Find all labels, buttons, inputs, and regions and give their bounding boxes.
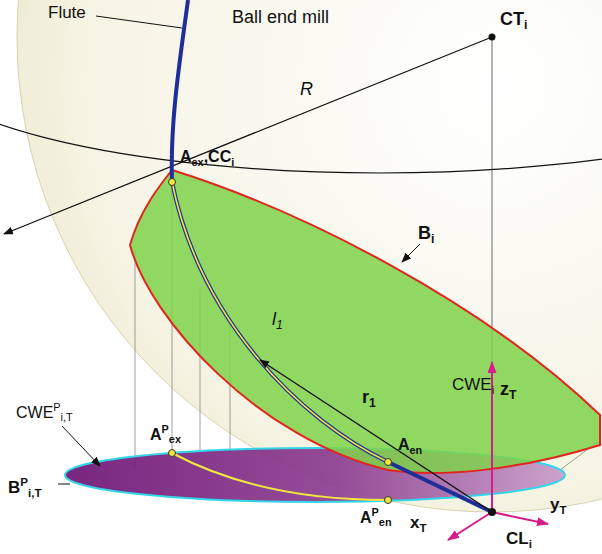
dimension-label: R <box>300 80 313 100</box>
axis-line <box>492 37 493 512</box>
leader-lines <box>58 16 420 484</box>
point-label: CLi <box>506 530 532 551</box>
boundary-label: BPi,T <box>8 476 41 500</box>
region-label: CWEi <box>452 376 494 397</box>
center-dot <box>489 34 496 41</box>
point-label: CTi <box>500 10 527 33</box>
region-label: CWEPi,T <box>16 402 73 424</box>
projected-edge-curve <box>172 453 388 500</box>
point-label: APex <box>150 424 181 446</box>
x-axis <box>448 512 492 540</box>
part-name: Flute <box>48 4 86 23</box>
axis-label: xT <box>410 514 427 535</box>
part-name: Ball end mill <box>232 8 329 28</box>
curve-label: l1 <box>272 310 283 333</box>
sphere <box>17 0 602 512</box>
point-label: Aex,CCi <box>180 148 234 169</box>
flute-curve <box>172 0 492 512</box>
r1-arrow <box>260 360 492 512</box>
point-label: Aen <box>398 436 422 457</box>
boundary-label: Bi <box>418 224 434 247</box>
equator <box>0 0 602 173</box>
y-axis <box>492 512 548 524</box>
points <box>169 179 392 504</box>
edge-curve <box>172 182 388 462</box>
engagement-region <box>130 170 600 473</box>
point-label: APen <box>360 507 392 529</box>
cl-dot <box>488 508 496 516</box>
vector-label: r1 <box>362 388 376 411</box>
axis-label: yT <box>550 496 567 517</box>
axis-label: zT <box>500 380 516 403</box>
